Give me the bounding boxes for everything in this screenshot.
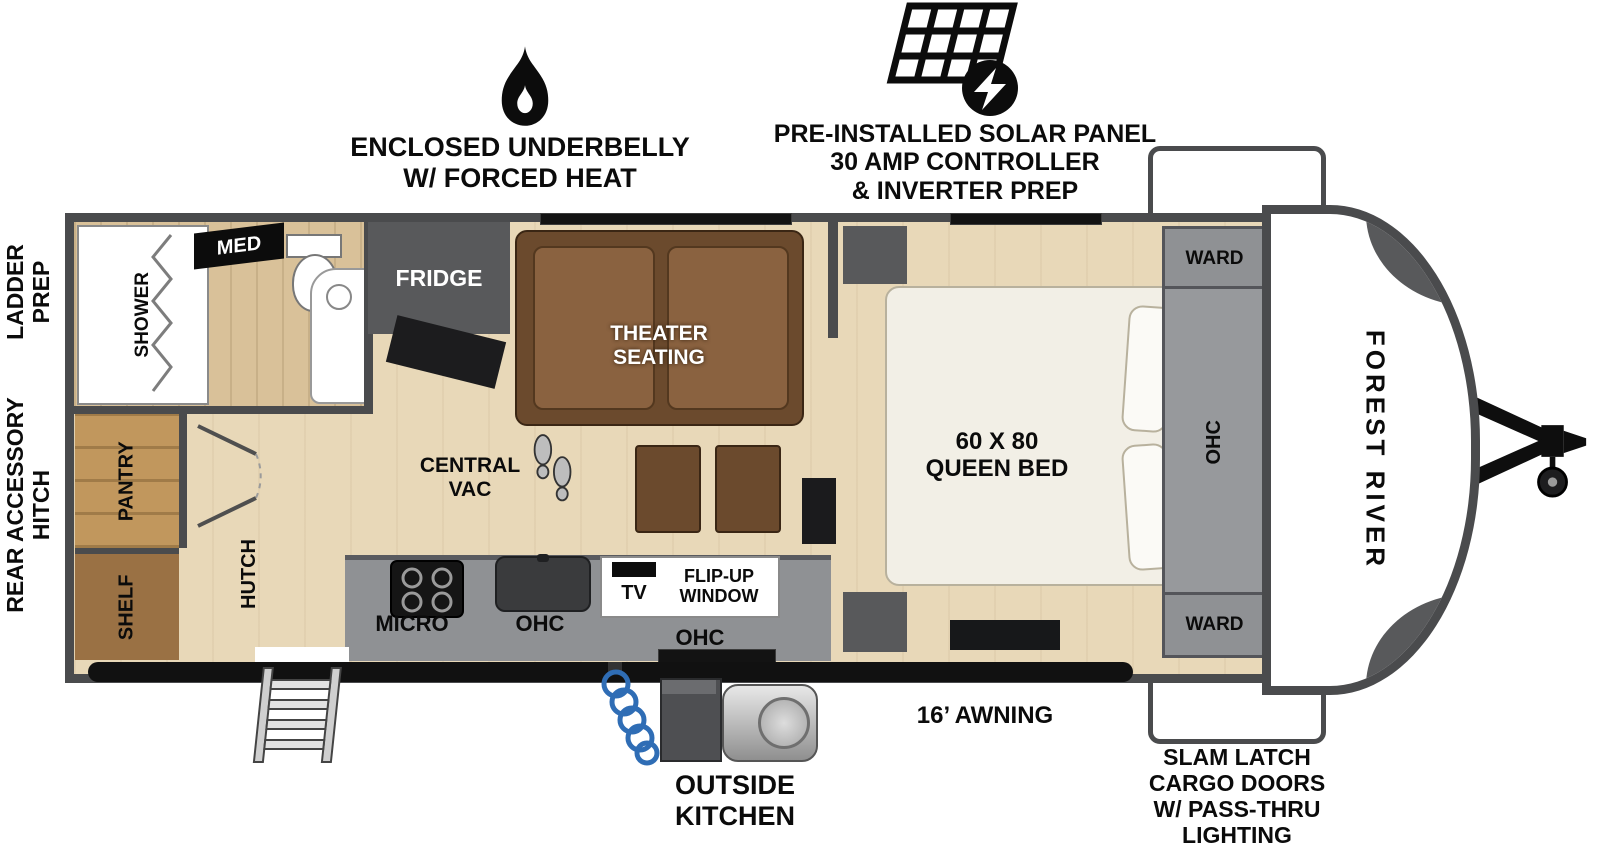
med-label: MED <box>216 231 262 260</box>
cargo-doors-label: SLAM LATCH CARGO DOORS W/ PASS-THRU LIGH… <box>1148 744 1326 848</box>
wardrobe-front-top: WARD <box>1162 226 1267 292</box>
hutch-label: HUTCH <box>238 539 260 609</box>
front-cap-corner <box>1366 214 1471 306</box>
awning-label: 16’ AWNING <box>916 702 1054 729</box>
outside-kitchen-label: OUTSIDE KITCHEN <box>674 770 795 831</box>
outside-kitchen-box <box>660 678 722 762</box>
central-vac-label: CENTRAL VAC <box>419 454 521 501</box>
bedroom-wall-stub <box>828 222 838 338</box>
water-heater-icon <box>722 684 818 762</box>
night-stand <box>843 226 907 284</box>
seat-cushion <box>667 246 789 410</box>
fridge-label: FRIDGE <box>395 265 483 291</box>
water-heater-ring <box>758 697 810 749</box>
theater-seating: THEATER SEATING <box>515 230 804 426</box>
fridge: FRIDGE <box>368 222 510 334</box>
bed-label: 60 X 80 QUEEN BED <box>925 428 1069 483</box>
water-hose-icon <box>601 662 660 766</box>
night-stand <box>843 592 907 652</box>
ward-label: WARD <box>1185 248 1244 270</box>
seat-cushion <box>533 246 655 410</box>
cabinet-dark <box>802 478 836 544</box>
entry-door-opening <box>255 647 349 665</box>
ohc-label-right: OHC <box>675 625 725 650</box>
queen-bed: 60 X 80 QUEEN BED <box>885 286 1177 586</box>
flame-icon <box>501 46 549 126</box>
flip-up-window-label: FLIP-UP WINDOW <box>679 566 759 607</box>
tv-label: TV <box>621 582 647 604</box>
underbelly-note: ENCLOSED UNDERBELLY W/ FORCED HEAT <box>350 132 690 193</box>
footrest-ottoman <box>635 445 701 533</box>
sink <box>495 554 591 612</box>
bathroom: SHOWER MED <box>74 222 366 406</box>
hutch-doors <box>197 424 262 528</box>
outside-kitchen-box-lid <box>662 680 716 694</box>
floor-mat <box>950 620 1060 650</box>
ward-label: WARD <box>1185 614 1244 636</box>
tv <box>612 562 656 577</box>
pantry-wall <box>179 414 187 548</box>
window <box>950 213 1102 225</box>
brand-label: FOREST RIVER <box>1360 329 1391 571</box>
shower-door <box>151 234 173 392</box>
shower-label: SHOWER <box>132 272 154 358</box>
solar-panel-icon <box>886 2 1018 116</box>
flip-up-window-section: TV FLIP-UP WINDOW <box>600 556 780 618</box>
trailer-body: SHOWER MED PANTRY SHELF HUTCH <box>65 213 1288 683</box>
theater-seating-label: THEATER SEATING <box>610 322 708 369</box>
micro-label: MICRO <box>375 611 449 636</box>
solar-note: PRE-INSTALLED SOLAR PANEL 30 AMP CONTROL… <box>773 120 1157 205</box>
shower: SHOWER <box>77 225 209 405</box>
flip-up-window <box>658 649 776 665</box>
sink-bowl <box>326 284 352 310</box>
footrest-ottoman <box>715 445 781 533</box>
bathroom-wall-bottom <box>74 406 373 414</box>
shelf: SHELF <box>75 548 179 660</box>
overhead-cabinet-bedroom: OHC <box>1162 286 1267 598</box>
ohc-bed-label: OHC <box>1203 419 1226 465</box>
shelf-label: SHELF <box>115 574 138 640</box>
vanity-sink <box>310 268 366 404</box>
wardrobe-front-bottom: WARD <box>1162 592 1267 658</box>
ohc-label-left: OHC <box>515 611 565 636</box>
front-cap-corner <box>1366 594 1471 686</box>
rear-accessory-hitch-label: REAR ACCESSORY HITCH <box>2 397 54 613</box>
front-cap: FOREST RIVER <box>1262 205 1480 695</box>
entry-steps-icon <box>252 667 342 763</box>
window <box>540 213 792 225</box>
pantry-label: PANTRY <box>115 441 138 521</box>
faucet <box>537 554 549 562</box>
stove <box>390 560 464 618</box>
pantry: PANTRY <box>75 414 179 548</box>
footprints-icon <box>533 434 572 502</box>
